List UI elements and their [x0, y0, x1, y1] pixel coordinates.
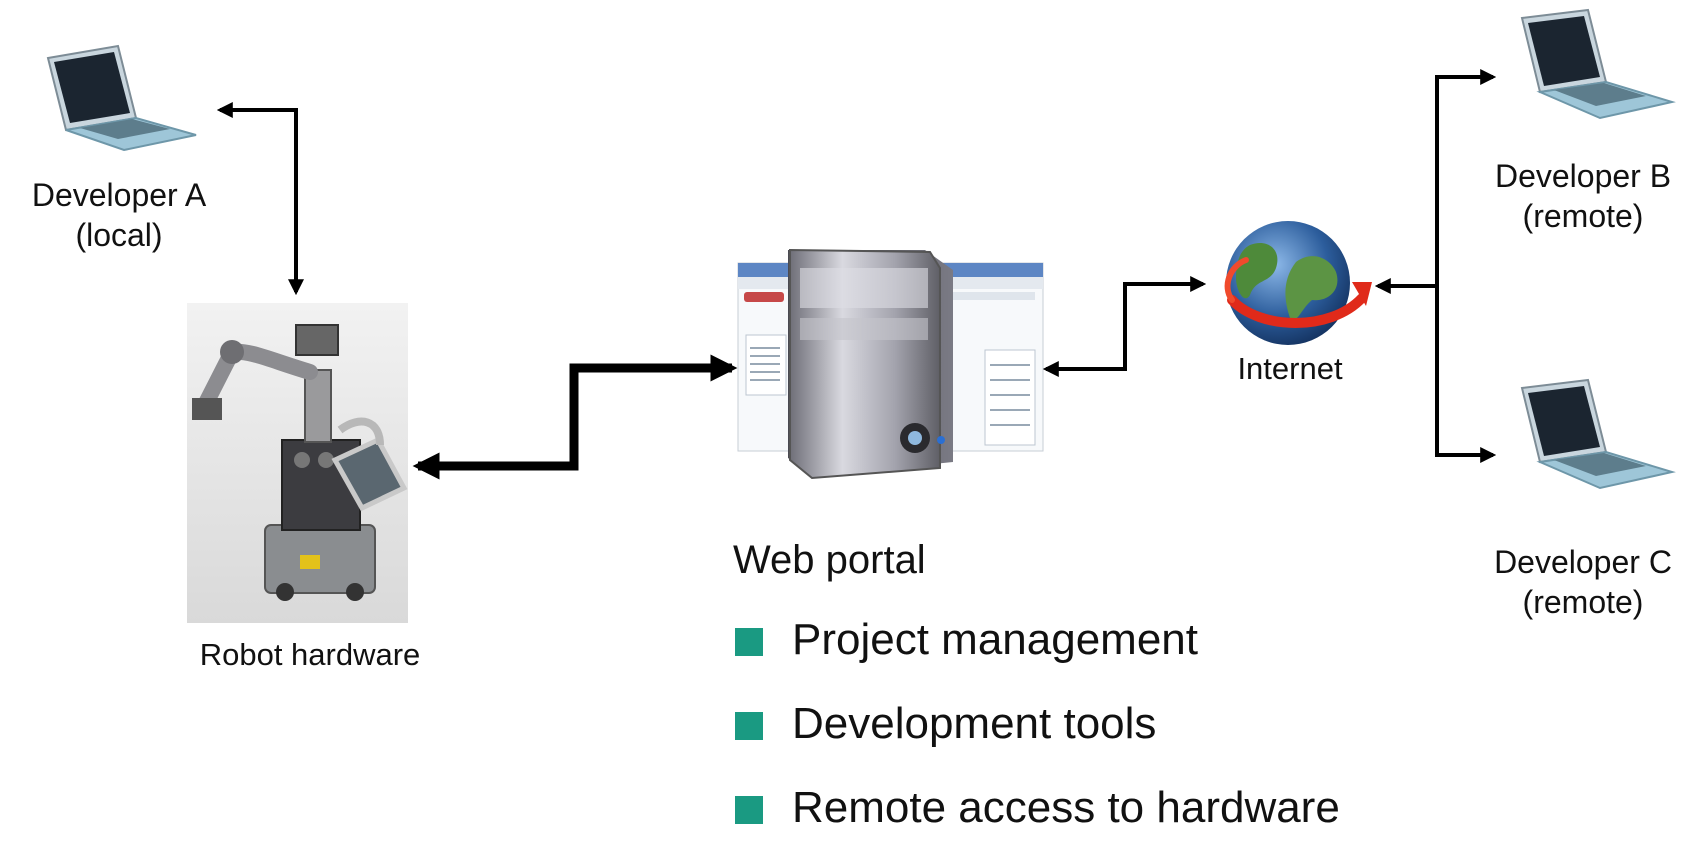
developer-c-name: Developer C [1494, 544, 1672, 580]
developer-b-name: Developer B [1494, 158, 1672, 194]
laptop-developer-a-icon [46, 44, 197, 152]
arrow-hub-developer-c [1435, 286, 1497, 463]
web-portal-feature-list: Project management Development tools Rem… [735, 615, 1340, 867]
developer-a-location: (local) [75, 217, 163, 253]
internet-label: Internet [1237, 351, 1343, 386]
feature-label: Project management [792, 615, 1198, 664]
developer-c-label: Developer C (remote) [1468, 542, 1698, 622]
internet-globe-icon [1224, 221, 1372, 345]
feature-item: Development tools [735, 699, 1340, 783]
developer-c-location: (remote) [1522, 584, 1644, 620]
arrow-hub-developer-b [1435, 69, 1497, 286]
laptop-developer-b-icon [1520, 8, 1676, 120]
feature-item: Remote access to hardware [735, 783, 1340, 867]
bullet-square-icon [735, 628, 763, 656]
feature-item: Project management [735, 615, 1340, 699]
architecture-diagram [46, 8, 1676, 623]
web-portal-title: Web portal [733, 538, 926, 582]
laptop-developer-c-icon [1520, 378, 1676, 490]
arrow-developer-a-robot [216, 102, 304, 296]
robot-hardware-image [187, 303, 408, 623]
server-icon [788, 248, 953, 480]
bullet-square-icon [735, 712, 763, 740]
developer-b-label: Developer B (remote) [1468, 156, 1698, 236]
arrow-server-internet [1042, 276, 1207, 377]
bullet-square-icon [735, 796, 763, 824]
developer-b-location: (remote) [1522, 198, 1644, 234]
feature-label: Remote access to hardware [792, 783, 1340, 832]
feature-label: Development tools [792, 699, 1157, 748]
developer-a-label: Developer A (local) [0, 175, 238, 255]
developer-a-name: Developer A [31, 177, 207, 213]
arrow-robot-server [412, 354, 738, 480]
robot-hardware-label: Robot hardware [199, 637, 421, 672]
